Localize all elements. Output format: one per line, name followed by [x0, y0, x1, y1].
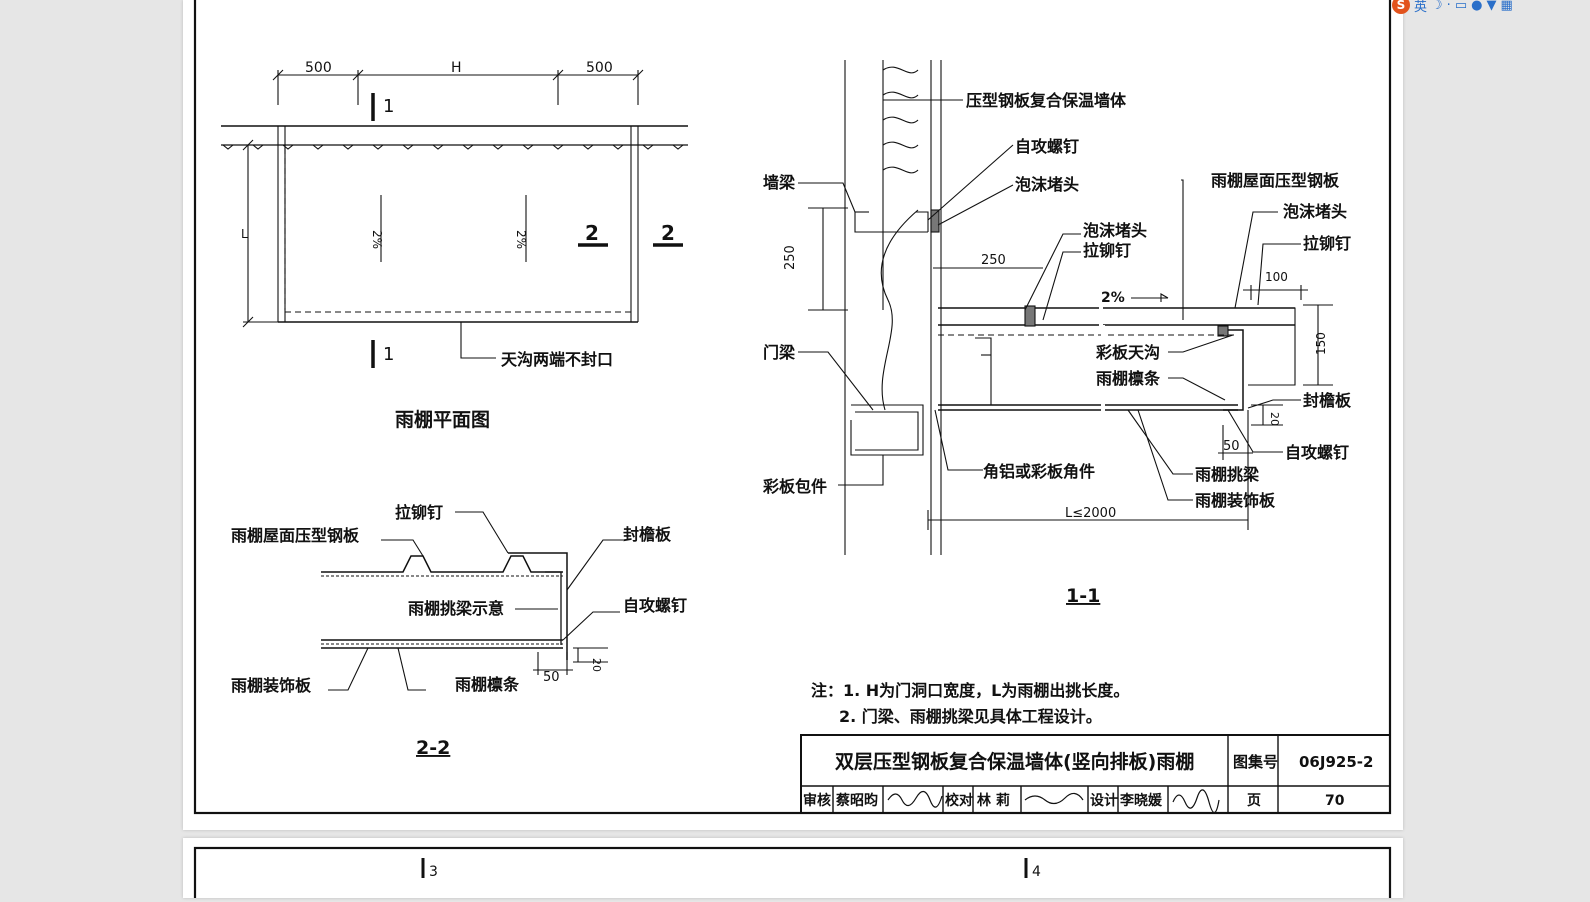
- label-fascia-1-1: 封檐板: [1303, 391, 1352, 410]
- label-wall: 压型钢板复合保温墙体: [966, 91, 1127, 110]
- design-label: 设计: [1090, 792, 1118, 809]
- label-screw-right: 自攻螺钉: [1285, 443, 1349, 462]
- label-angle: 角铝或彩板角件: [983, 462, 1095, 481]
- note-line-1: 注：1. H为门洞口宽度，L为雨棚出挑长度。: [811, 681, 1129, 700]
- slope-label-1: 2%: [370, 230, 384, 249]
- label-gutter: 彩板天沟: [1095, 343, 1160, 362]
- dim-150: 150: [1314, 332, 1328, 355]
- dim-250-vertical: 250: [783, 245, 798, 270]
- label-screw-2-2: 自攻螺钉: [623, 596, 687, 615]
- label-rivet-mid: 拉铆钉: [1083, 241, 1131, 260]
- review-label: 审核: [803, 792, 831, 809]
- dim-l-max: L≤2000: [1065, 506, 1116, 521]
- dim-l: L: [241, 227, 248, 241]
- label-fascia-2-2: 封檐板: [623, 525, 672, 544]
- label-door-beam: 门梁: [763, 343, 796, 362]
- page-number: 70: [1325, 793, 1345, 809]
- dim-20-2-2: 20: [590, 658, 603, 672]
- slope-label-1-1: 2%: [1101, 290, 1125, 306]
- page-label: 页: [1247, 793, 1261, 809]
- label-wall-beam: 墙梁: [763, 173, 796, 192]
- label-purlin-1-1: 雨棚檩条: [1096, 369, 1161, 388]
- label-deco-panel-2-2: 雨棚装饰板: [231, 676, 312, 695]
- section-mark-2-left: 2: [585, 221, 599, 245]
- next-page-canvas: 3 4: [193, 846, 1392, 902]
- atlas-number: 06J925-2: [1299, 753, 1373, 771]
- label-roof-panel-2-2: 雨棚屋面压型钢板: [231, 526, 360, 545]
- section-1-1: [798, 60, 1333, 555]
- section-mark-1-bottom: 1: [383, 344, 394, 365]
- dim-500-left: 500: [305, 60, 332, 76]
- section-2-2: [321, 511, 623, 691]
- dim-50-2-2: 50: [543, 670, 560, 685]
- keyboard-icon[interactable]: ▭: [1454, 0, 1468, 13]
- section-1-1-text: 压型钢板复合保温墙体 自攻螺钉 泡沫堵头 墙梁 雨棚屋面压型钢板 泡沫堵头 泡沫…: [762, 91, 1352, 607]
- plan-view: [221, 69, 688, 368]
- label-rivet-2-2: 拉铆钉: [395, 503, 443, 522]
- section-2-2-text: 拉铆钉 雨棚屋面压型钢板 封檐板 雨棚挑梁示意 自攻螺钉 雨棚装饰板 雨棚檩条 …: [231, 503, 687, 759]
- dot-icon[interactable]: ·: [1446, 0, 1451, 13]
- drawing-page: 500 H 500 L 1 1 2 2 2% 2% 天沟两端不封口 雨棚平面图: [183, 0, 1403, 830]
- label-foam-top: 泡沫堵头: [1015, 175, 1079, 194]
- slope-label-2: 2%: [514, 230, 528, 249]
- label-foam-right: 泡沫堵头: [1283, 202, 1347, 221]
- dim-h: H: [451, 60, 462, 76]
- section-2-2-title: 2-2: [416, 737, 450, 759]
- shirt-icon[interactable]: ▼: [1486, 0, 1497, 13]
- plan-view-text: 500 H 500 L 1 1 2 2 2% 2% 天沟两端不封口 雨棚平面图: [241, 60, 675, 431]
- section-mark-2-right: 2: [661, 221, 675, 245]
- gutter-note: 天沟两端不封口: [501, 350, 613, 369]
- check-label: 校对: [945, 792, 973, 809]
- label-roof-panel-1-1: 雨棚屋面压型钢板: [1211, 171, 1340, 190]
- dim-100: 100: [1265, 270, 1288, 284]
- label-beam-note-2-2: 雨棚挑梁示意: [408, 599, 504, 618]
- label-deco-1-1: 雨棚装饰板: [1195, 491, 1276, 510]
- label-wrap: 彩板包件: [762, 477, 827, 496]
- next-page-mark-3: 3: [429, 864, 438, 880]
- moon-icon[interactable]: ☽: [1431, 0, 1443, 13]
- reviewer-signature: [887, 790, 943, 808]
- atlas-label: 图集号: [1233, 753, 1278, 771]
- drawing-canvas: 500 H 500 L 1 1 2 2 2% 2% 天沟两端不封口 雨棚平面图: [193, 0, 1392, 815]
- grid-icon[interactable]: ▦: [1500, 0, 1513, 13]
- label-rivet-right: 拉铆钉: [1303, 234, 1351, 253]
- plan-view-title: 雨棚平面图: [395, 408, 490, 431]
- label-screw-top: 自攻螺钉: [1015, 137, 1079, 156]
- label-foam-mid: 泡沫堵头: [1083, 221, 1147, 240]
- drawing-title: 双层压型钢板复合保温墙体(竖向排板)雨棚: [835, 750, 1194, 773]
- dim-50-1-1: 50: [1223, 439, 1240, 454]
- label-purlin-2-2: 雨棚檩条: [455, 675, 520, 694]
- checker-name: 林 莉: [977, 792, 1010, 809]
- ime-lang-toggle[interactable]: 英: [1414, 0, 1428, 15]
- checker-signature: [1024, 792, 1084, 805]
- designer-name: 李晓媛: [1119, 792, 1163, 809]
- ime-toolbar[interactable]: S 英 ☽ · ▭ ● ▼ ▦: [1392, 0, 1590, 15]
- section-mark-1-top: 1: [383, 96, 394, 117]
- section-1-1-title: 1-1: [1066, 585, 1100, 607]
- label-beam-1-1: 雨棚挑梁: [1195, 465, 1260, 484]
- dim-500-right: 500: [586, 60, 613, 76]
- designer-signature: [1172, 789, 1220, 814]
- mic-icon[interactable]: ●: [1471, 0, 1483, 13]
- next-page-mark-4: 4: [1032, 864, 1041, 880]
- note-line-2: 2. 门梁、雨棚挑梁见具体工程设计。: [839, 707, 1102, 726]
- reviewer-name: 蔡昭昀: [835, 792, 878, 809]
- dim-250-horizontal: 250: [981, 253, 1006, 268]
- ime-logo-icon[interactable]: S: [1392, 0, 1410, 14]
- dim-20-1-1: 20: [1268, 412, 1281, 426]
- next-page-preview: 3 4: [183, 838, 1403, 902]
